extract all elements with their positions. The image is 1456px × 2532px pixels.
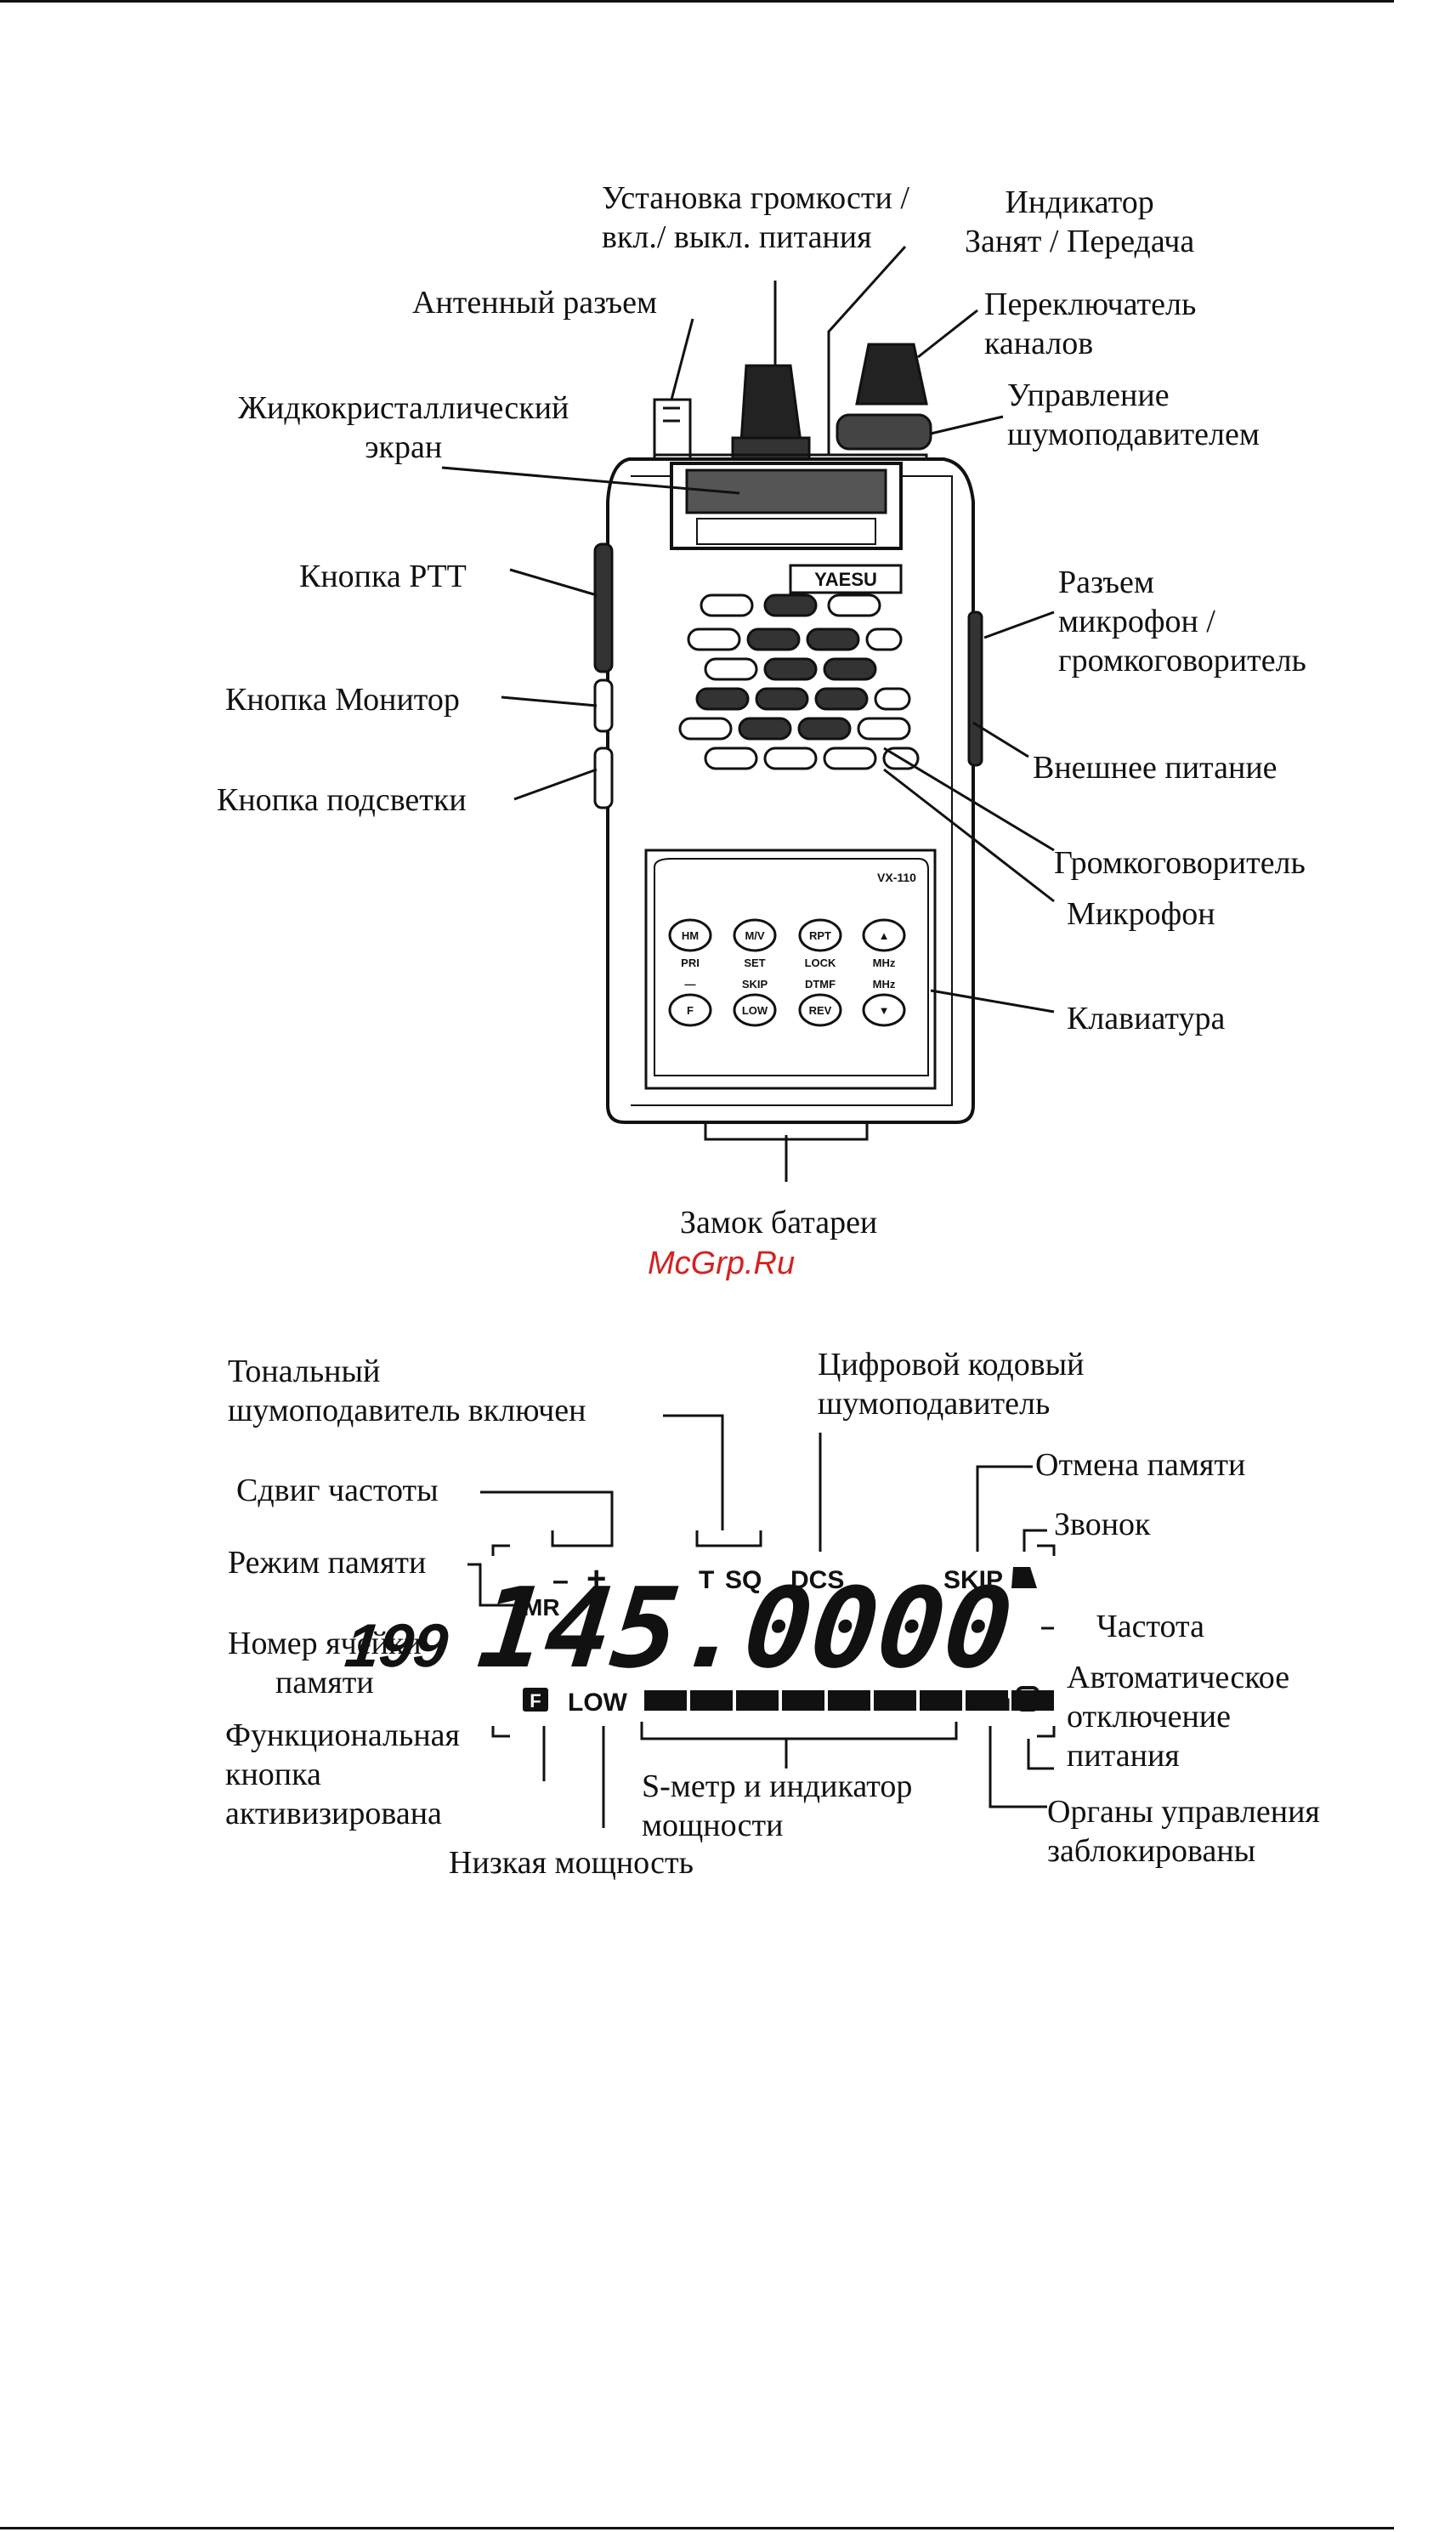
label-cell: Номер ячейки памяти [228, 1626, 422, 1700]
label-function: Функциональная кнопка активизирована [225, 1717, 461, 1831]
key-mv: M/V [745, 929, 764, 942]
key-low: LOW [742, 1004, 768, 1017]
key-sub-lock: LOCK [805, 957, 836, 969]
lcd-f-box [523, 1688, 548, 1712]
key-top-mhz: MHz [873, 978, 896, 991]
key-sub-pri: PRI [681, 957, 700, 969]
lcd-f: F [530, 1690, 541, 1712]
label-memory-mode: Режим памяти [228, 1545, 427, 1581]
label-volume: Установка громкости / вкл./ выкл. питани… [602, 180, 909, 255]
brand-text: YAESU [814, 569, 877, 590]
lcd-plus: + [586, 1560, 606, 1598]
key-top-dtmf: DTMF [805, 978, 836, 991]
label-apo: Автоматическое отключение питания [1067, 1660, 1290, 1774]
lcd-frequency: 145.0000 [473, 1564, 1018, 1693]
label-bell: Звонок [1054, 1507, 1151, 1542]
key-up: ▲ [879, 929, 890, 942]
smeter-segment [736, 1690, 779, 1711]
label-antenna: Антенный разъем [412, 285, 658, 321]
label-mic-jack: Разъем микрофон / громкоговоритель [1058, 565, 1306, 678]
lcd-sq: SQ [725, 1566, 762, 1594]
smeter-segment [782, 1690, 824, 1711]
radio-illustration: YAESU VX-110 HM M/V RPT ▲ PRI SET LOCK M… [441, 245, 1055, 1182]
label-tone: Тональный шумоподавитель включен [228, 1354, 586, 1428]
key-rpt: RPT [809, 929, 831, 942]
label-keypad: Клавиатура [1067, 1001, 1226, 1036]
key-top-dash: — [685, 978, 696, 991]
smeter-segment [690, 1690, 733, 1711]
light-button [593, 747, 614, 809]
label-ext-power: Внешнее питание [1033, 750, 1278, 786]
label-smeter: S-метр и индикатор мощности [642, 1768, 913, 1843]
ptt-button [593, 542, 614, 673]
label-shift: Сдвиг частоты [236, 1473, 439, 1508]
speaker-grille [678, 593, 920, 770]
key-rev: REV [809, 1004, 832, 1017]
lcd-segments: – + T SQ DCS SKIP MR 199 145.0000 F LOW [342, 1560, 1054, 1717]
lcd-diagram: – + T SQ DCS SKIP MR 199 145.0000 F LOW [342, 1414, 1056, 1828]
label-squelch: Управление шумоподавителем [1007, 378, 1260, 452]
lcd-t: T [699, 1566, 714, 1594]
bell-icon [1011, 1567, 1037, 1588]
key-sub-mhz: MHz [873, 957, 896, 969]
label-dcs: Цифровой кодовый шумоподавитель [818, 1347, 1085, 1422]
key-top-skip: SKIP [742, 978, 768, 991]
lcd-channel-number: 199 [342, 1612, 451, 1680]
bottom-rule [0, 2527, 1394, 2529]
brand-plate [789, 564, 903, 594]
label-frequency: Частота [1096, 1609, 1204, 1644]
lcd-mr: MR [523, 1594, 560, 1621]
label-skip: Отмена памяти [1035, 1447, 1246, 1483]
smeter-segment [828, 1690, 870, 1711]
key-down: ▼ [879, 1004, 890, 1017]
label-busy: Индикатор Занят / Передача [965, 185, 1195, 259]
key-f: F [687, 1004, 694, 1017]
lcd-skip: SKIP [943, 1566, 1003, 1594]
label-lcd: Жидкокристаллический экран [238, 390, 569, 465]
label-low-power: Низкая мощность [449, 1845, 694, 1881]
label-monitor: Кнопка Монитор [225, 682, 460, 718]
smeter-segment [920, 1690, 962, 1711]
lcd-dcs: DCS [790, 1566, 844, 1594]
label-battery-lock: Замок батареи [680, 1205, 878, 1240]
power-timer-icon [1016, 1686, 1040, 1712]
model-text: VX-110 [877, 871, 916, 884]
lcd-low: LOW [568, 1689, 628, 1717]
channel-knob [855, 343, 928, 406]
smeter-segment [644, 1690, 687, 1711]
squelch-ring [836, 413, 932, 451]
key-hm: HM [682, 929, 699, 942]
key-icon [967, 1690, 1010, 1711]
top-rule [0, 0, 1394, 3]
smeter-segment [874, 1690, 916, 1711]
keypad-keys [668, 918, 906, 1027]
label-locked: Органы управления заблокированы [1047, 1794, 1320, 1869]
label-ptt: Кнопка PTT [299, 559, 467, 594]
label-speaker: Громкоговоритель [1054, 845, 1306, 881]
key-sub-set: SET [744, 957, 765, 969]
watermark: McGrp.Ru [648, 1246, 796, 1281]
label-channel: Переключатель каналов [984, 287, 1197, 361]
label-microphone: Микрофон [1067, 896, 1215, 932]
label-light: Кнопка подсветки [217, 782, 467, 818]
lcd-minus: – [552, 1564, 569, 1597]
